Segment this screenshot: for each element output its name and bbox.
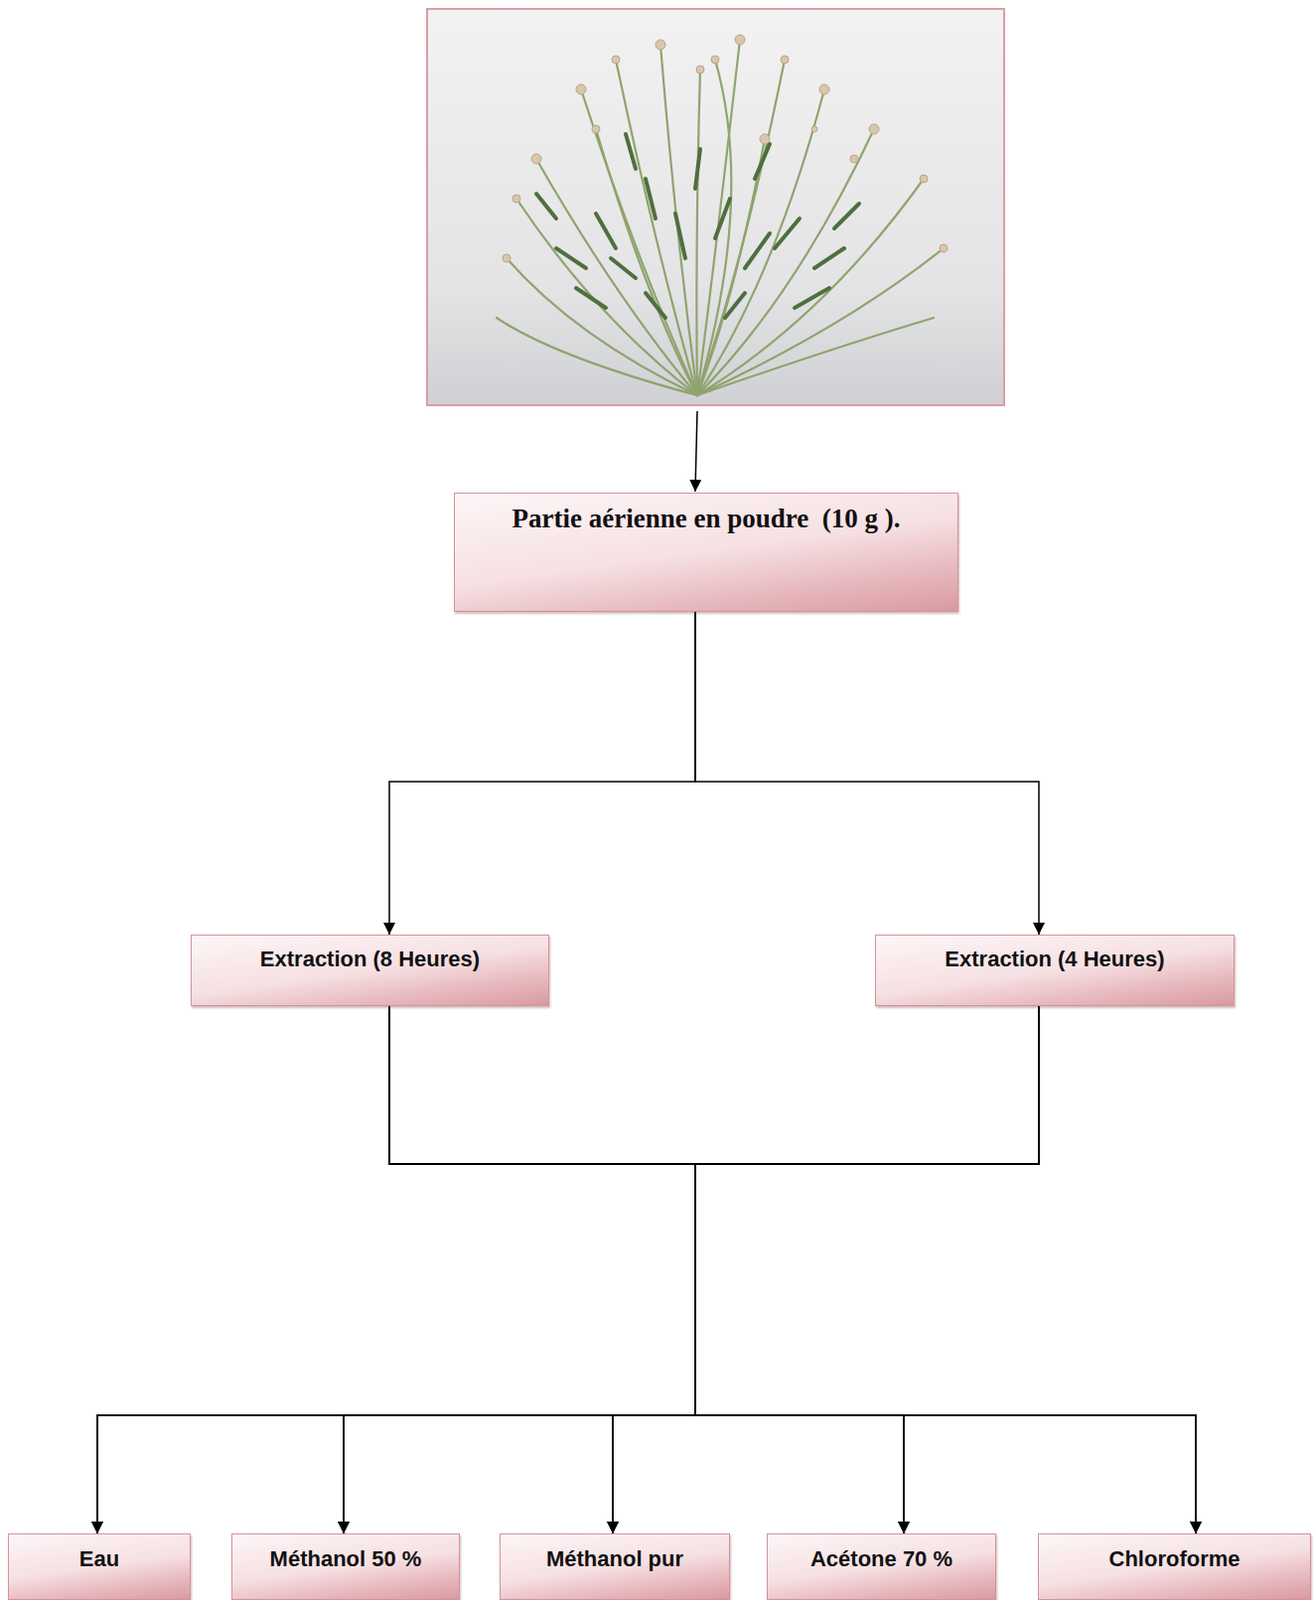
- box-label: Extraction (4 Heures): [944, 946, 1165, 973]
- box-label: Méthanol 50 %: [270, 1546, 423, 1573]
- flow-connector: [343, 1006, 1039, 1534]
- box-label: Chloroforme: [1109, 1546, 1241, 1573]
- solvent-box: Acétone 70 %: [766, 1533, 997, 1600]
- flow-connector: [695, 1006, 1196, 1534]
- solvent-box: Méthanol pur: [499, 1533, 730, 1600]
- photo-frame: [427, 8, 1005, 406]
- flow-connector: [695, 611, 1039, 935]
- box-label: Extraction (8 Heures): [260, 946, 480, 973]
- plant-stems: [496, 39, 944, 396]
- box-label: Méthanol pur: [546, 1546, 684, 1573]
- flow-connector: [97, 1006, 1039, 1534]
- flow-connector: [389, 1006, 904, 1534]
- process-box: Extraction (8 Heures): [190, 934, 550, 1007]
- flow-connector: [389, 1006, 1196, 1534]
- flow-connector: [97, 1006, 696, 1534]
- flow-connector: [612, 1006, 1039, 1534]
- solvent-box: Eau: [7, 1533, 191, 1600]
- plant-leaves: [536, 134, 860, 318]
- box-label: Eau: [79, 1546, 120, 1573]
- solvent-box: Chloroforme: [1037, 1533, 1312, 1600]
- box-label: Acétone 70 %: [810, 1546, 953, 1573]
- solvent-box: Méthanol 50 %: [231, 1533, 460, 1600]
- process-box: Extraction (4 Heures): [875, 934, 1235, 1007]
- flow-connector: [389, 1006, 696, 1534]
- box-label: Partie aérienne en poudre (10 g ).: [512, 503, 901, 535]
- photo-arrow: [695, 411, 698, 492]
- flow-connector: [389, 611, 696, 935]
- flow-connector: [343, 1006, 696, 1534]
- flow-connector: [695, 1006, 1039, 1534]
- sample-box: Partie aérienne en poudre (10 g ).: [453, 492, 959, 612]
- plant-flowers: [502, 34, 948, 263]
